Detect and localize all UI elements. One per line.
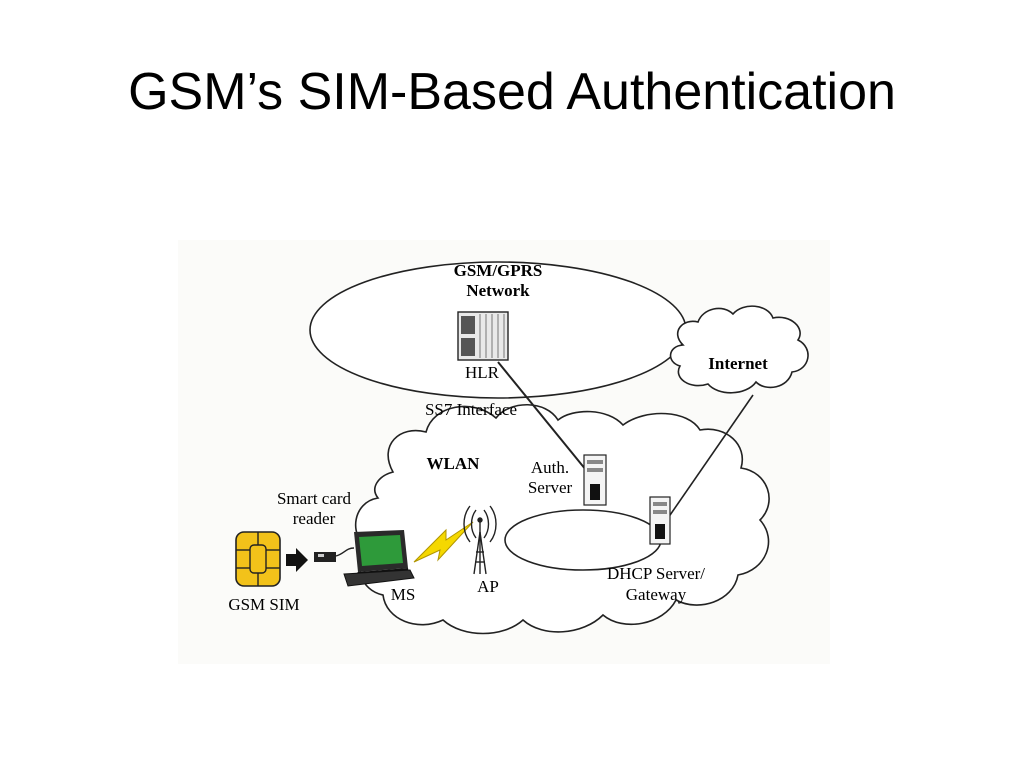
slide-title: GSM’s SIM-Based Authentication [128, 63, 896, 121]
internet-link [667, 394, 754, 519]
internet-label: Internet [708, 354, 768, 373]
wlan-label: WLAN [427, 454, 481, 473]
smart-card-reader-icon [314, 547, 355, 562]
insert-arrow-icon [286, 548, 308, 572]
gsm-sim-chip-icon [235, 531, 281, 587]
smart-card-reader-label-line2: reader [293, 509, 336, 528]
smart-card-reader-label-line1: Smart card [277, 489, 352, 508]
gsm-gprs-label-line2: Network [466, 281, 530, 300]
ss7-link [497, 361, 587, 471]
dhcp-server-label-line1: DHCP Server/ [607, 564, 705, 583]
dhcp-server-label-line2: Gateway [626, 585, 687, 604]
ss7-interface-label: SS7 Interface [425, 400, 517, 419]
ap-label: AP [477, 577, 499, 596]
hlr-server-icon [457, 311, 509, 361]
mobile-station-laptop-icon [343, 530, 415, 587]
access-point-tower-icon [463, 505, 497, 575]
dhcp-server-icon [649, 496, 671, 545]
internet-cloud [669, 305, 809, 394]
auth-server-label-line1: Auth. [531, 458, 569, 477]
gsm-gprs-label-line1: GSM/GPRS [454, 261, 543, 280]
wireless-link-lightning-icon [413, 521, 474, 563]
hlr-label: HLR [465, 363, 500, 382]
auth-server-icon [583, 454, 607, 506]
network-diagram: GSM/GPRS Network HLR SS7 Interface Inter… [178, 240, 830, 664]
wlan-cloud [354, 403, 770, 635]
auth-server-label-line2: Server [528, 478, 573, 497]
gsm-sim-label: GSM SIM [228, 595, 299, 614]
ms-label: MS [391, 585, 416, 604]
